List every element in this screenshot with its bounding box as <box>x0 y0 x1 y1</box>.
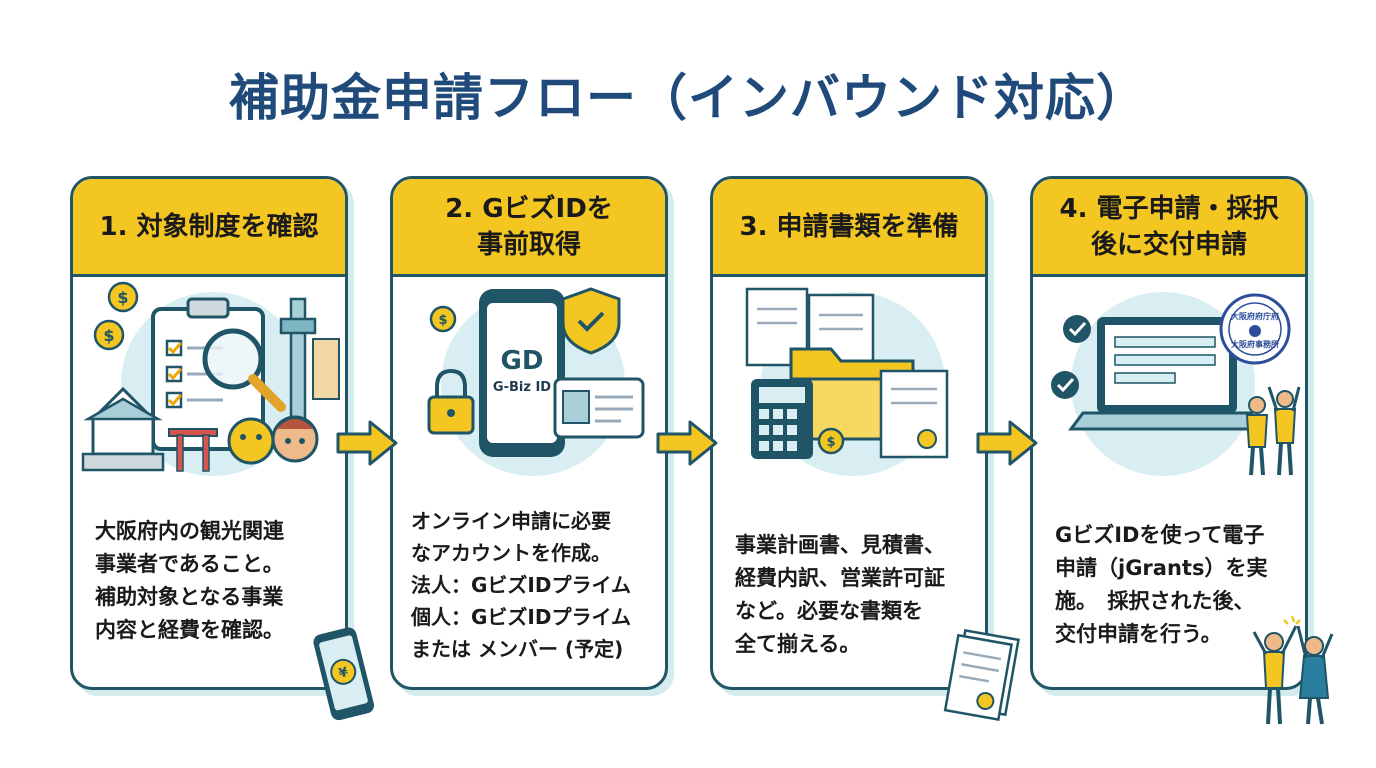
document-icon <box>943 628 1020 721</box>
step-4-heading: 4. 電子申請・採択 後に交付申請 <box>1033 179 1305 277</box>
step-card-2: 2. GビズIDを 事前取得 GD G-Biz ID $ <box>390 176 668 690</box>
coin-icon: $ $ <box>93 281 139 351</box>
phone-icon: ¥ <box>313 627 375 721</box>
tower-icon <box>279 297 340 451</box>
coin-icon: $ <box>817 427 845 455</box>
person-icon <box>1252 615 1334 725</box>
arrow-right-icon <box>336 420 398 466</box>
step-1-body: 大阪府内の観光関連 事業者であること。 補助対象となる事業 内容と経費を確認。 <box>95 519 284 642</box>
step-4-body: GビズIDを使って電子 申請（jGrants）を実 施。 採択された後、 交付申… <box>1055 523 1268 646</box>
castle-icon <box>81 386 165 472</box>
gbiz-logo-text: G-Biz ID <box>493 380 551 395</box>
svg-text:$: $ <box>103 326 114 345</box>
step-card-3: 3. 申請書類を準備 $ <box>710 176 988 690</box>
check-icon <box>1051 315 1091 399</box>
magnifier-icon <box>202 328 286 412</box>
svg-text:$: $ <box>438 313 447 328</box>
svg-text:$: $ <box>117 288 128 307</box>
coin-icon: $ <box>429 305 457 333</box>
page-title: 補助金申請フロー（インバウンド対応） <box>229 69 1147 127</box>
svg-text:¥: ¥ <box>337 665 349 682</box>
lock-icon <box>427 368 475 435</box>
seal-bottom-text: 大阪府事務所 <box>1231 339 1279 349</box>
id-card-icon <box>553 377 645 439</box>
torii-icon <box>168 428 218 472</box>
step-3-heading: 3. 申請書類を準備 <box>713 179 985 277</box>
arrow-right-icon <box>656 420 718 466</box>
seal-top-text: 大阪府府庁府 <box>1231 311 1279 321</box>
step-card-1: 1. 対象制度を確認 $ $ <box>70 176 348 690</box>
step-2-illustration: GD G-Biz ID $ <box>427 287 645 476</box>
step-4-illustration: 大阪府府庁府 大阪府事務所 <box>1051 292 1301 476</box>
step-1-heading: 1. 対象制度を確認 <box>73 179 345 277</box>
arrow-right-icon <box>976 420 1038 466</box>
gbiz-logo-mark: GD <box>501 346 544 376</box>
svg-text:$: $ <box>826 435 835 450</box>
step-3-body: 事業計画書、見積書、 経費内訳、営業許可証 など。必要な書類を 全て揃える。 <box>735 533 945 656</box>
phone-icon: GD G-Biz ID <box>479 289 565 457</box>
person-icon <box>1245 386 1301 476</box>
document-icon <box>879 369 949 459</box>
step-2-heading: 2. GビズIDを 事前取得 <box>393 179 665 277</box>
step-3-illustration: $ <box>745 287 949 476</box>
mascot-icon <box>227 415 319 465</box>
seal-icon: 大阪府府庁府 大阪府事務所 <box>1219 293 1291 365</box>
step-1-illustration: $ $ <box>81 281 340 476</box>
shield-icon <box>561 287 621 355</box>
calculator-icon <box>751 379 813 459</box>
step-card-4: 4. 電子申請・採択 後に交付申請 大阪府府庁府 大阪府事務所 <box>1030 176 1308 690</box>
step-2-body: オンライン申請に必要 なアカウントを作成。 法人：GビズIDプライム 個人：Gビ… <box>411 509 632 661</box>
